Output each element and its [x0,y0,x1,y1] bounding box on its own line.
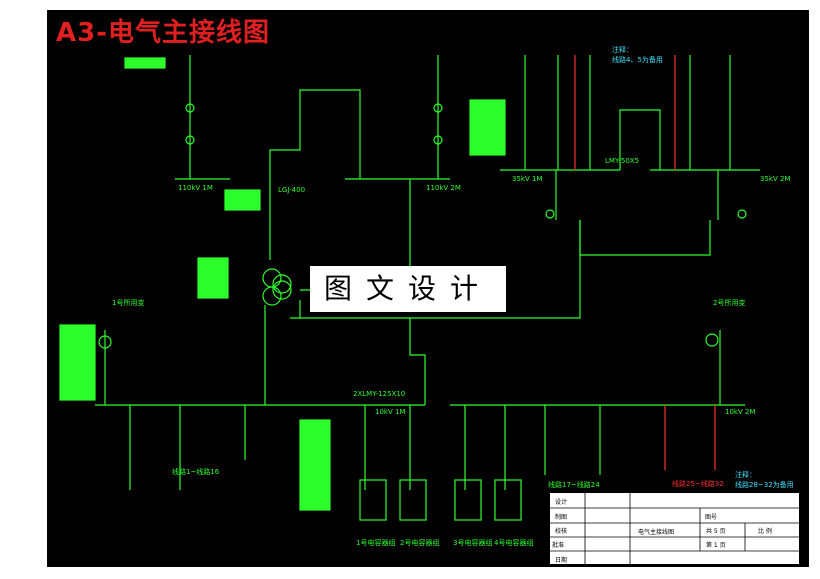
title-block-grid [550,493,801,566]
busbar-35kv-spec: LMY-50X5 [605,157,640,165]
title-block: 设计 制图 校核 批准 日期 图号 电气主接线图 共 5 页 第 1 页 比 例 [549,492,801,566]
tb-drawing-no: 图号 [705,514,718,521]
station-transformer-1 [98,335,112,349]
capacitor-bank-1-label: 1号电容器组 [356,539,396,547]
drawing-title: A3-电气主接线图 [56,18,271,48]
tb-draw: 制图 [555,514,568,521]
feeder-group-17-24: 线路17~线路24 [548,481,600,489]
watermark: 图文设计 [310,266,506,312]
capacitor-bank-4-label: 4号电容器组 [494,539,534,547]
station-transformer-2-label: 2号所用变 [713,299,746,307]
bus-35kv-1m-label: 35kV 1M [512,175,543,183]
bus-35kv-2m-label: 35kV 2M [760,175,791,183]
conductor-label: LGJ-400 [278,186,306,194]
feeder-group-25-32: 线路25~线路32 [672,480,724,488]
capacitor-bank-3-label: 3号电容器组 [453,539,493,547]
busbar-10kv-spec: 2XLMY-125X10 [353,390,406,398]
note-10kv-title: 注释： [735,471,756,479]
tb-drawing-name: 电气主接线图 [638,529,675,536]
note-35kv-title: 注释： [612,46,633,54]
tb-sheet: 第 1 页 [706,542,726,549]
note-10kv: 线路28~32为备用 [735,481,794,489]
tb-design: 设计 [555,499,568,506]
capacitor-bank-2-label: 2号电容器组 [400,539,440,547]
tb-approve: 批准 [552,542,565,549]
bus-coupler-110kv [269,89,361,179]
note-35kv: 线路4、5为备用 [612,56,663,64]
bus-10kv-2m-label: 10kV 2M [725,408,756,416]
station-transformer-1-label: 1号所用变 [112,299,145,307]
bus-110kv-2m-label: 110kV 2M [426,184,461,192]
tb-date: 日期 [555,557,568,564]
bus-10kv-1m-label: 10kV 1M [375,408,406,416]
station-transformer-2 [705,333,719,347]
main-transformer-1 [262,268,282,288]
tb-scale: 比 例 [758,528,772,535]
feeder-group-1-16: 线路1~线路16 [172,468,220,476]
bus-110kv-1m-label: 110kV 1M [178,184,213,192]
tb-check: 校核 [555,528,568,535]
main-transformer-2 [262,286,282,306]
tb-sheets: 共 5 页 [706,528,726,535]
